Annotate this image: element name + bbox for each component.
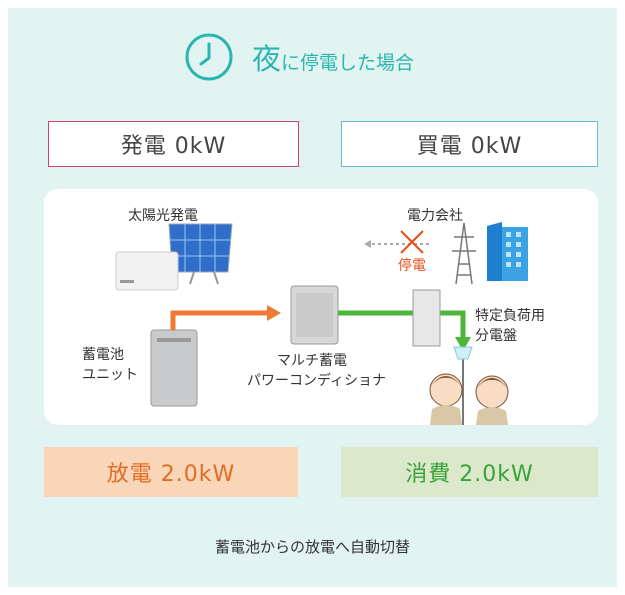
panel-label-1: 特定負荷用 <box>475 308 545 324</box>
solar-panel-icon <box>168 223 233 285</box>
discharge-arrow <box>170 310 269 330</box>
battery-label-1: 蓄電池 <box>82 347 124 363</box>
purchase-status: 買電 0kW <box>341 121 598 167</box>
utility-label: 電力会社 <box>407 208 463 224</box>
distribution-panel-icon <box>412 289 441 347</box>
title-sub: に停電した場合 <box>281 52 415 74</box>
power-conditioner-icon <box>290 285 339 345</box>
header: 夜に停電した場合 <box>184 32 414 82</box>
pcs-label-2: パワーコンディショナ <box>247 373 387 389</box>
battery-unit-icon <box>150 329 198 407</box>
supply-arrow <box>338 310 466 338</box>
supply-arrowhead <box>455 337 471 351</box>
solar-inverter-icon <box>115 251 179 291</box>
pcs-label-1: マルチ蓄電 <box>277 353 347 369</box>
generation-status: 発電 0kW <box>48 121 299 167</box>
utility-arrow <box>364 240 371 248</box>
battery-label-2: ユニット <box>82 367 138 383</box>
panel-label-2: 分電盤 <box>475 328 517 344</box>
system-diagram: 太陽光発電 電力会社 停電 蓄電池 ユニット マルチ蓄電 パワーコンディショナ … <box>44 189 598 425</box>
solar-label: 太陽光発電 <box>128 208 198 224</box>
page-title: 夜に停電した場合 <box>252 36 414 78</box>
power-pylon-icon <box>452 222 476 285</box>
title-main: 夜 <box>252 42 282 76</box>
consumption-status: 消費 2.0kW <box>341 447 598 497</box>
outage-label: 停電 <box>398 258 426 274</box>
clock-icon <box>185 33 233 81</box>
outage-x-icon <box>400 230 424 254</box>
people-icon <box>429 373 509 425</box>
caption: 蓄電池からの放電へ自動切替 <box>214 538 410 556</box>
diagram-graphics <box>115 222 528 425</box>
discharge-status: 放電 2.0kW <box>44 447 298 497</box>
discharge-arrowhead <box>267 305 281 321</box>
building-icon <box>487 222 528 281</box>
lamp-icon <box>453 346 473 425</box>
